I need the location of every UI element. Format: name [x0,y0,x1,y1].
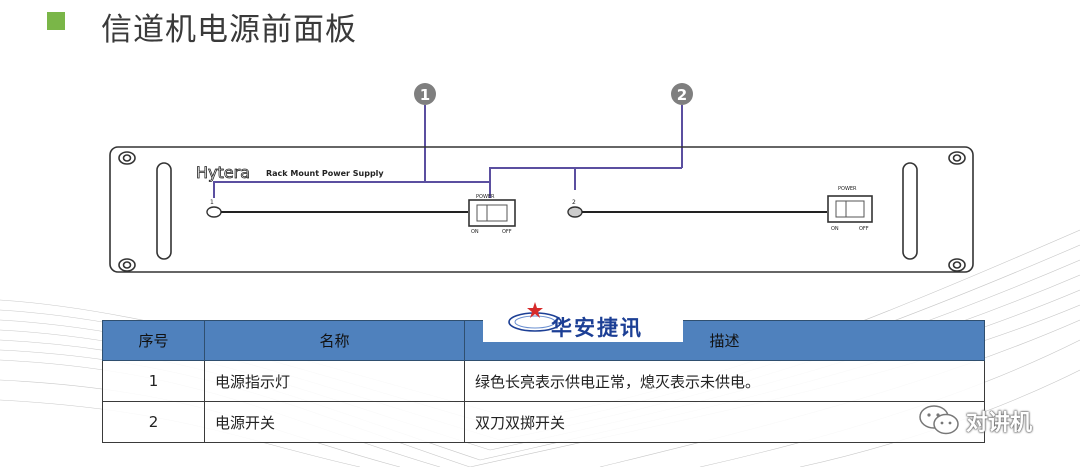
callout-1-number: 1 [420,86,430,104]
svg-text:ON: ON [831,226,839,232]
svg-text:OFF: OFF [859,226,869,232]
callout-2-number: 2 [677,86,687,104]
unit-2-number: 2 [572,199,576,206]
power-indicator-2 [567,206,583,218]
row-description: 双刀双掷开关 [464,401,985,443]
rack-panel [109,146,974,273]
power-switch-2 [827,195,873,223]
panel-model-text: Rack Mount Power Supply [266,169,384,178]
title-bullet-square [47,12,65,30]
svg-text:OFF: OFF [502,229,512,235]
row-number: 2 [102,401,205,443]
unit-2-switch-label: POWER [838,186,857,192]
row-name: 电源开关 [204,401,465,443]
wechat-icon [919,405,959,435]
row-name: 电源指示灯 [204,360,465,402]
slide-title: 信道机电源前面板 [101,12,357,48]
svg-text:ON: ON [471,229,479,235]
row-number: 1 [102,360,205,402]
power-switch-1 [468,199,516,227]
power-unit-2: 2 POWER ON OFF [567,186,873,232]
logo-emblem-icon [508,302,562,332]
table-row: 2 电源开关 双刀双掷开关 [102,401,985,443]
power-indicator-1 [206,206,222,218]
header-name: 名称 [204,320,465,361]
header-number: 序号 [102,320,205,361]
table-row: 1 电源指示灯 绿色长亮表示供电正常，熄灭表示未供电。 [102,360,985,402]
callout-1: 1 [414,83,436,105]
watermark-text: 对讲机 [966,411,1033,436]
row-description: 绿色长亮表示供电正常，熄灭表示未供电。 [464,360,985,402]
callout-2: 2 [671,83,693,105]
unit-1-number: 1 [210,199,214,206]
power-unit-1: 1 POWER ON OFF [206,194,516,235]
company-logo: 华安捷讯 [483,298,683,342]
description-table: 序号 名称 描述 1 电源指示灯 绿色长亮表示供电正常，熄灭表示未供电。 2 电… [102,320,985,443]
callout-leader-lines [213,105,683,198]
unit-1-switch-label: POWER [476,194,495,200]
power-panel-diagram: 1 2 Hytera Rack Mount Power Supply 1 [109,83,974,273]
panel-brand-text: Hytera [196,163,250,182]
logo-text: 华安捷讯 [551,316,643,340]
wechat-watermark: 对讲机 [913,401,1063,437]
